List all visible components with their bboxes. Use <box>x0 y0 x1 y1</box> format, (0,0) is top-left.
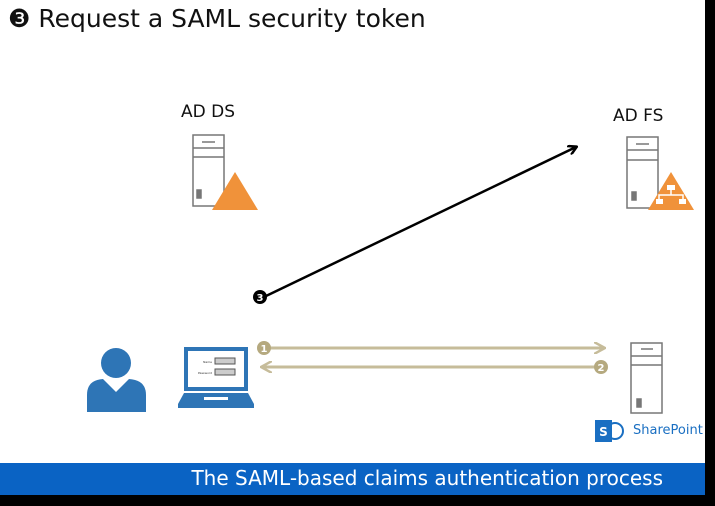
ad-ds-label: AD DS <box>181 102 236 122</box>
laptop-icon: Name Password <box>178 347 254 408</box>
footer-banner: The SAML-based claims authentication pro… <box>0 463 705 495</box>
step-1-number: 1 <box>261 344 268 355</box>
laptop-password-label: Password <box>198 371 212 375</box>
warning-triangle-icon <box>212 172 258 210</box>
slide: ❸ Request a SAML security token AD DS AD… <box>0 0 705 495</box>
sharepoint-server-icon <box>630 342 663 414</box>
ad-fs-server-icon <box>626 136 659 209</box>
step-2-badge <box>594 360 608 374</box>
user-icon <box>87 348 146 412</box>
sharepoint-label: SharePoint <box>633 423 703 438</box>
step-1-badge <box>257 341 271 355</box>
footer-caption: The SAML-based claims authentication pro… <box>191 466 663 490</box>
laptop-name-label: Name <box>203 360 212 364</box>
network-hierarchy-icon <box>648 172 694 210</box>
step-2-number: 2 <box>598 363 605 374</box>
step-3-arrow <box>265 147 576 298</box>
diagram: 3 1 2 Name Password <box>87 134 694 442</box>
ad-ds-server-icon <box>192 134 225 207</box>
step-3-badge <box>253 290 267 304</box>
page-title: ❸ Request a SAML security token <box>8 4 426 33</box>
step-3-number: 3 <box>257 293 264 304</box>
ad-fs-label: AD FS <box>613 106 664 126</box>
svg-text:S: S <box>599 425 608 439</box>
sharepoint-logo-icon: S <box>595 420 624 442</box>
